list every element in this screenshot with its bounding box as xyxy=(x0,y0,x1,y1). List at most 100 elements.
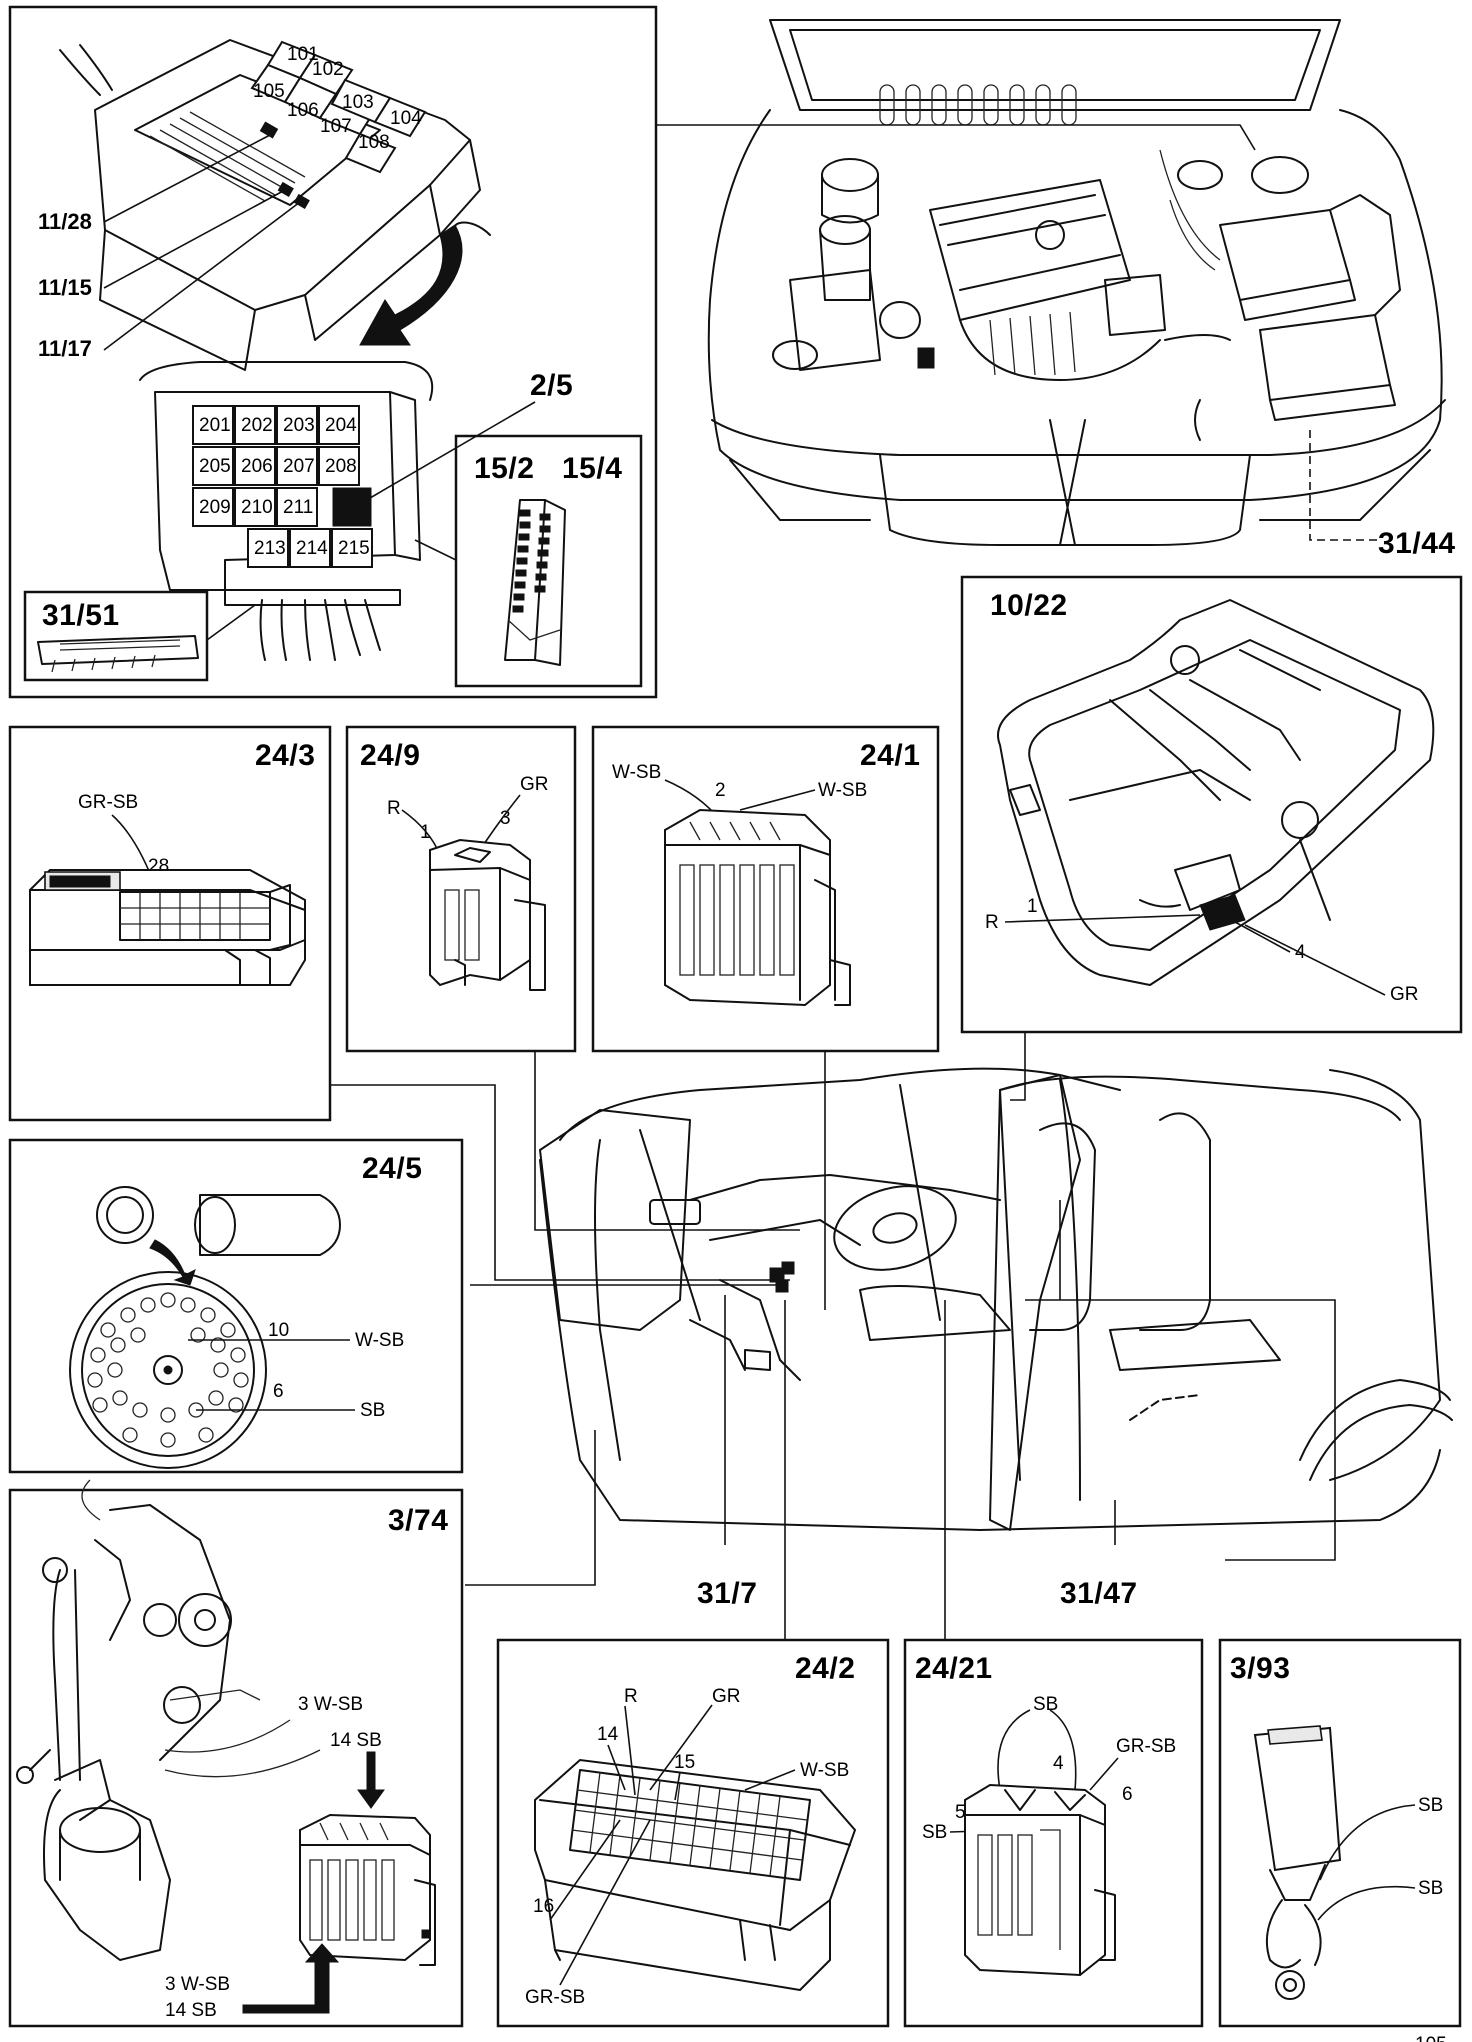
wire-gr: GR xyxy=(520,774,549,795)
relay-108: 108 xyxy=(358,132,390,153)
wire-r-10-22: R xyxy=(985,912,999,933)
flip-arrow xyxy=(359,224,463,346)
wire-3-w-sb-bottom: 3 W-SB xyxy=(165,1974,230,1995)
panel-24-3: 24/3 GR-SB 28 xyxy=(8,725,332,1122)
wire-w-sb-right: W-SB xyxy=(818,780,867,801)
label-15-2: 15/2 xyxy=(474,452,534,485)
wire-14-sb-bottom: 14 SB xyxy=(165,2000,217,2021)
component-highlight xyxy=(917,347,935,369)
relay-204: 204 xyxy=(325,415,357,436)
relay-214: 214 xyxy=(296,538,328,559)
label-31-44: 31/44 xyxy=(1378,527,1456,560)
panel-3-93: 3/93 SB SB xyxy=(1218,1638,1462,2028)
connector-24-9 xyxy=(429,838,546,991)
inset-15-2-15-4: 15/2 15/4 xyxy=(454,434,643,688)
pin-14: 14 xyxy=(597,1724,619,1745)
panel-10-22: 10/22 R 1 4 GR xyxy=(960,575,1463,1034)
relay-206: 206 xyxy=(241,456,273,477)
title-24-2: 24/2 xyxy=(795,1652,855,1685)
label-31-7: 31/7 xyxy=(697,1577,757,1610)
connector-24-1 xyxy=(664,808,851,1007)
relay-2-5-highlight xyxy=(332,487,372,527)
arrow-up xyxy=(242,1943,340,2014)
label-11-15: 11/15 xyxy=(38,275,92,300)
wire-gr-sb-24-21: GR-SB xyxy=(1116,1736,1176,1757)
relay-211: 211 xyxy=(283,497,313,518)
panel-3-74: 3/74 3 W-SB 14 SB xyxy=(8,1479,464,2028)
page-number: 105 xyxy=(1415,2034,1447,2042)
panel-24-21: 24/21 SB 4 GR-SB 5 SB 6 xyxy=(903,1638,1204,2028)
relay-106: 106 xyxy=(287,100,319,121)
title-24-9: 24/9 xyxy=(360,739,420,772)
seat-belt-buckle xyxy=(1253,1725,1342,2000)
lock-mechanism-3-74 xyxy=(16,1479,321,1961)
wire-gr-sb-24-2: GR-SB xyxy=(525,1987,585,2008)
title-24-21: 24/21 xyxy=(915,1652,993,1685)
pin-15: 15 xyxy=(674,1752,695,1773)
panel-24-2: 24/2 R GR 14 15 37 W-SB 16 GR-SB xyxy=(496,1638,890,2028)
pin-6-24-5: 6 xyxy=(273,1381,284,1402)
pin-6-24-21: 6 xyxy=(1122,1784,1133,1805)
connector-cluster xyxy=(769,1261,795,1293)
relay-101: 101 xyxy=(287,44,319,65)
pin-3: 3 xyxy=(500,808,511,829)
wire-w-sb-24-5: W-SB xyxy=(355,1330,404,1351)
arrow-down xyxy=(357,1751,385,1809)
label-2-5: 2/5 xyxy=(530,369,573,402)
pin-4-24-21: 4 xyxy=(1053,1753,1064,1774)
car-interior-view: 31/7 31/47 xyxy=(330,1032,1453,1640)
relay-203: 203 xyxy=(283,415,315,436)
connector-24-3 xyxy=(29,869,306,986)
pin-1: 1 xyxy=(420,822,431,843)
label-31-51: 31/51 xyxy=(42,599,120,632)
wire-w-sb-24-2: W-SB xyxy=(800,1760,849,1781)
connector-24-2 xyxy=(534,1758,857,1991)
title-3-74: 3/74 xyxy=(388,1504,448,1537)
wire-3-w-sb: 3 W-SB xyxy=(298,1694,363,1715)
relay-105: 105 xyxy=(253,81,285,102)
wire-r: R xyxy=(387,798,401,819)
wire-gr-10-22: GR xyxy=(1390,984,1419,1005)
title-24-3: 24/3 xyxy=(255,739,315,772)
wire-sb-a: SB xyxy=(1418,1795,1443,1816)
relay-202: 202 xyxy=(241,415,273,436)
relay-201: 201 xyxy=(199,415,231,436)
wire-sb-24-5: SB xyxy=(360,1400,385,1421)
panel-24-9: 24/9 R 1 GR 3 xyxy=(345,725,577,1053)
wire-r-24-2: R xyxy=(624,1686,638,1707)
fuse-box-panel: 101 102 103 104 105 106 107 108 11/28 11… xyxy=(8,5,658,699)
relay-107: 107 xyxy=(320,116,352,137)
wire-sb-left: SB xyxy=(922,1822,947,1843)
pin-5-24-21: 5 xyxy=(955,1802,966,1823)
connector-24-21 xyxy=(964,1783,1116,1977)
panel-24-1: 24/1 W-SB 2 W-SB xyxy=(591,725,940,1053)
wire-14-sb: 14 SB xyxy=(330,1730,382,1751)
label-11-17: 11/17 xyxy=(38,336,92,361)
relay-208: 208 xyxy=(325,456,357,477)
inset-31-51: 31/51 xyxy=(23,590,209,682)
relay-207: 207 xyxy=(283,456,315,477)
wire-gr-sb: GR-SB xyxy=(78,792,138,813)
upper-relay-box: 101 102 103 104 105 106 107 108 xyxy=(59,39,481,371)
seat-frame-10-22 xyxy=(997,599,1435,986)
wire-gr-24-2: GR xyxy=(712,1686,741,1707)
label-31-47: 31/47 xyxy=(1060,1577,1138,1610)
socket-face-24-5 xyxy=(69,1271,267,1469)
title-24-1: 24/1 xyxy=(860,739,920,772)
pin-1-10-22: 1 xyxy=(1027,896,1038,917)
relay-205: 205 xyxy=(199,456,231,477)
relay-103: 103 xyxy=(342,92,374,113)
relay-102: 102 xyxy=(312,59,344,80)
connector-3-74 xyxy=(299,1813,436,1966)
relay-210: 210 xyxy=(241,497,273,518)
relay-104: 104 xyxy=(390,108,422,129)
pin-2: 2 xyxy=(715,780,726,801)
wire-sb-b: SB xyxy=(1418,1878,1443,1899)
fuse-row-highlight xyxy=(259,121,310,210)
pin-16: 16 xyxy=(533,1896,554,1917)
title-10-22: 10/22 xyxy=(990,589,1068,622)
engine-bay-view: 31/44 xyxy=(656,19,1456,560)
relay-213: 213 xyxy=(254,538,286,559)
pin-10-24-5: 10 xyxy=(268,1320,289,1341)
